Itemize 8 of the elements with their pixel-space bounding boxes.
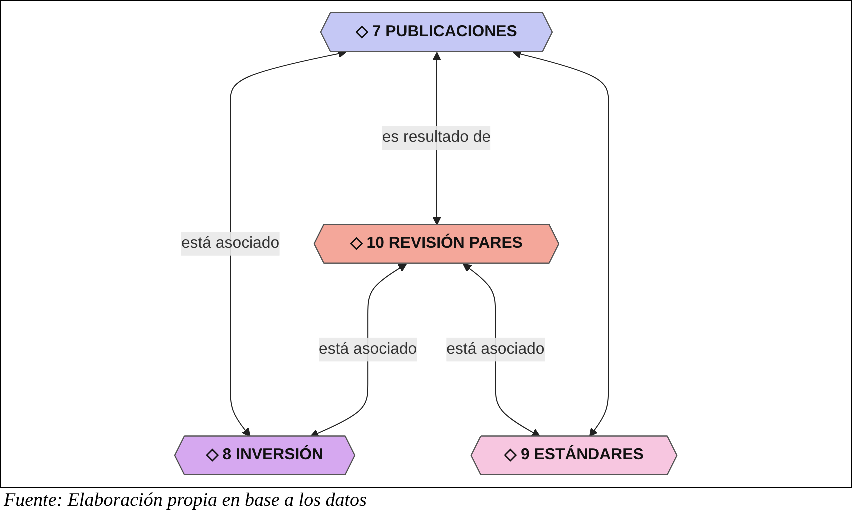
arrow [310, 264, 408, 438]
edge-label: está asociado [181, 235, 280, 252]
caption: Fuente: Elaboración propia en base a los datos [4, 490, 367, 512]
arrow [230, 50, 347, 438]
arrow [512, 50, 610, 438]
edge-label: está asociado [446, 340, 545, 358]
edge-label: está asociado [318, 340, 418, 358]
edge-label: es resultado de [382, 129, 491, 146]
